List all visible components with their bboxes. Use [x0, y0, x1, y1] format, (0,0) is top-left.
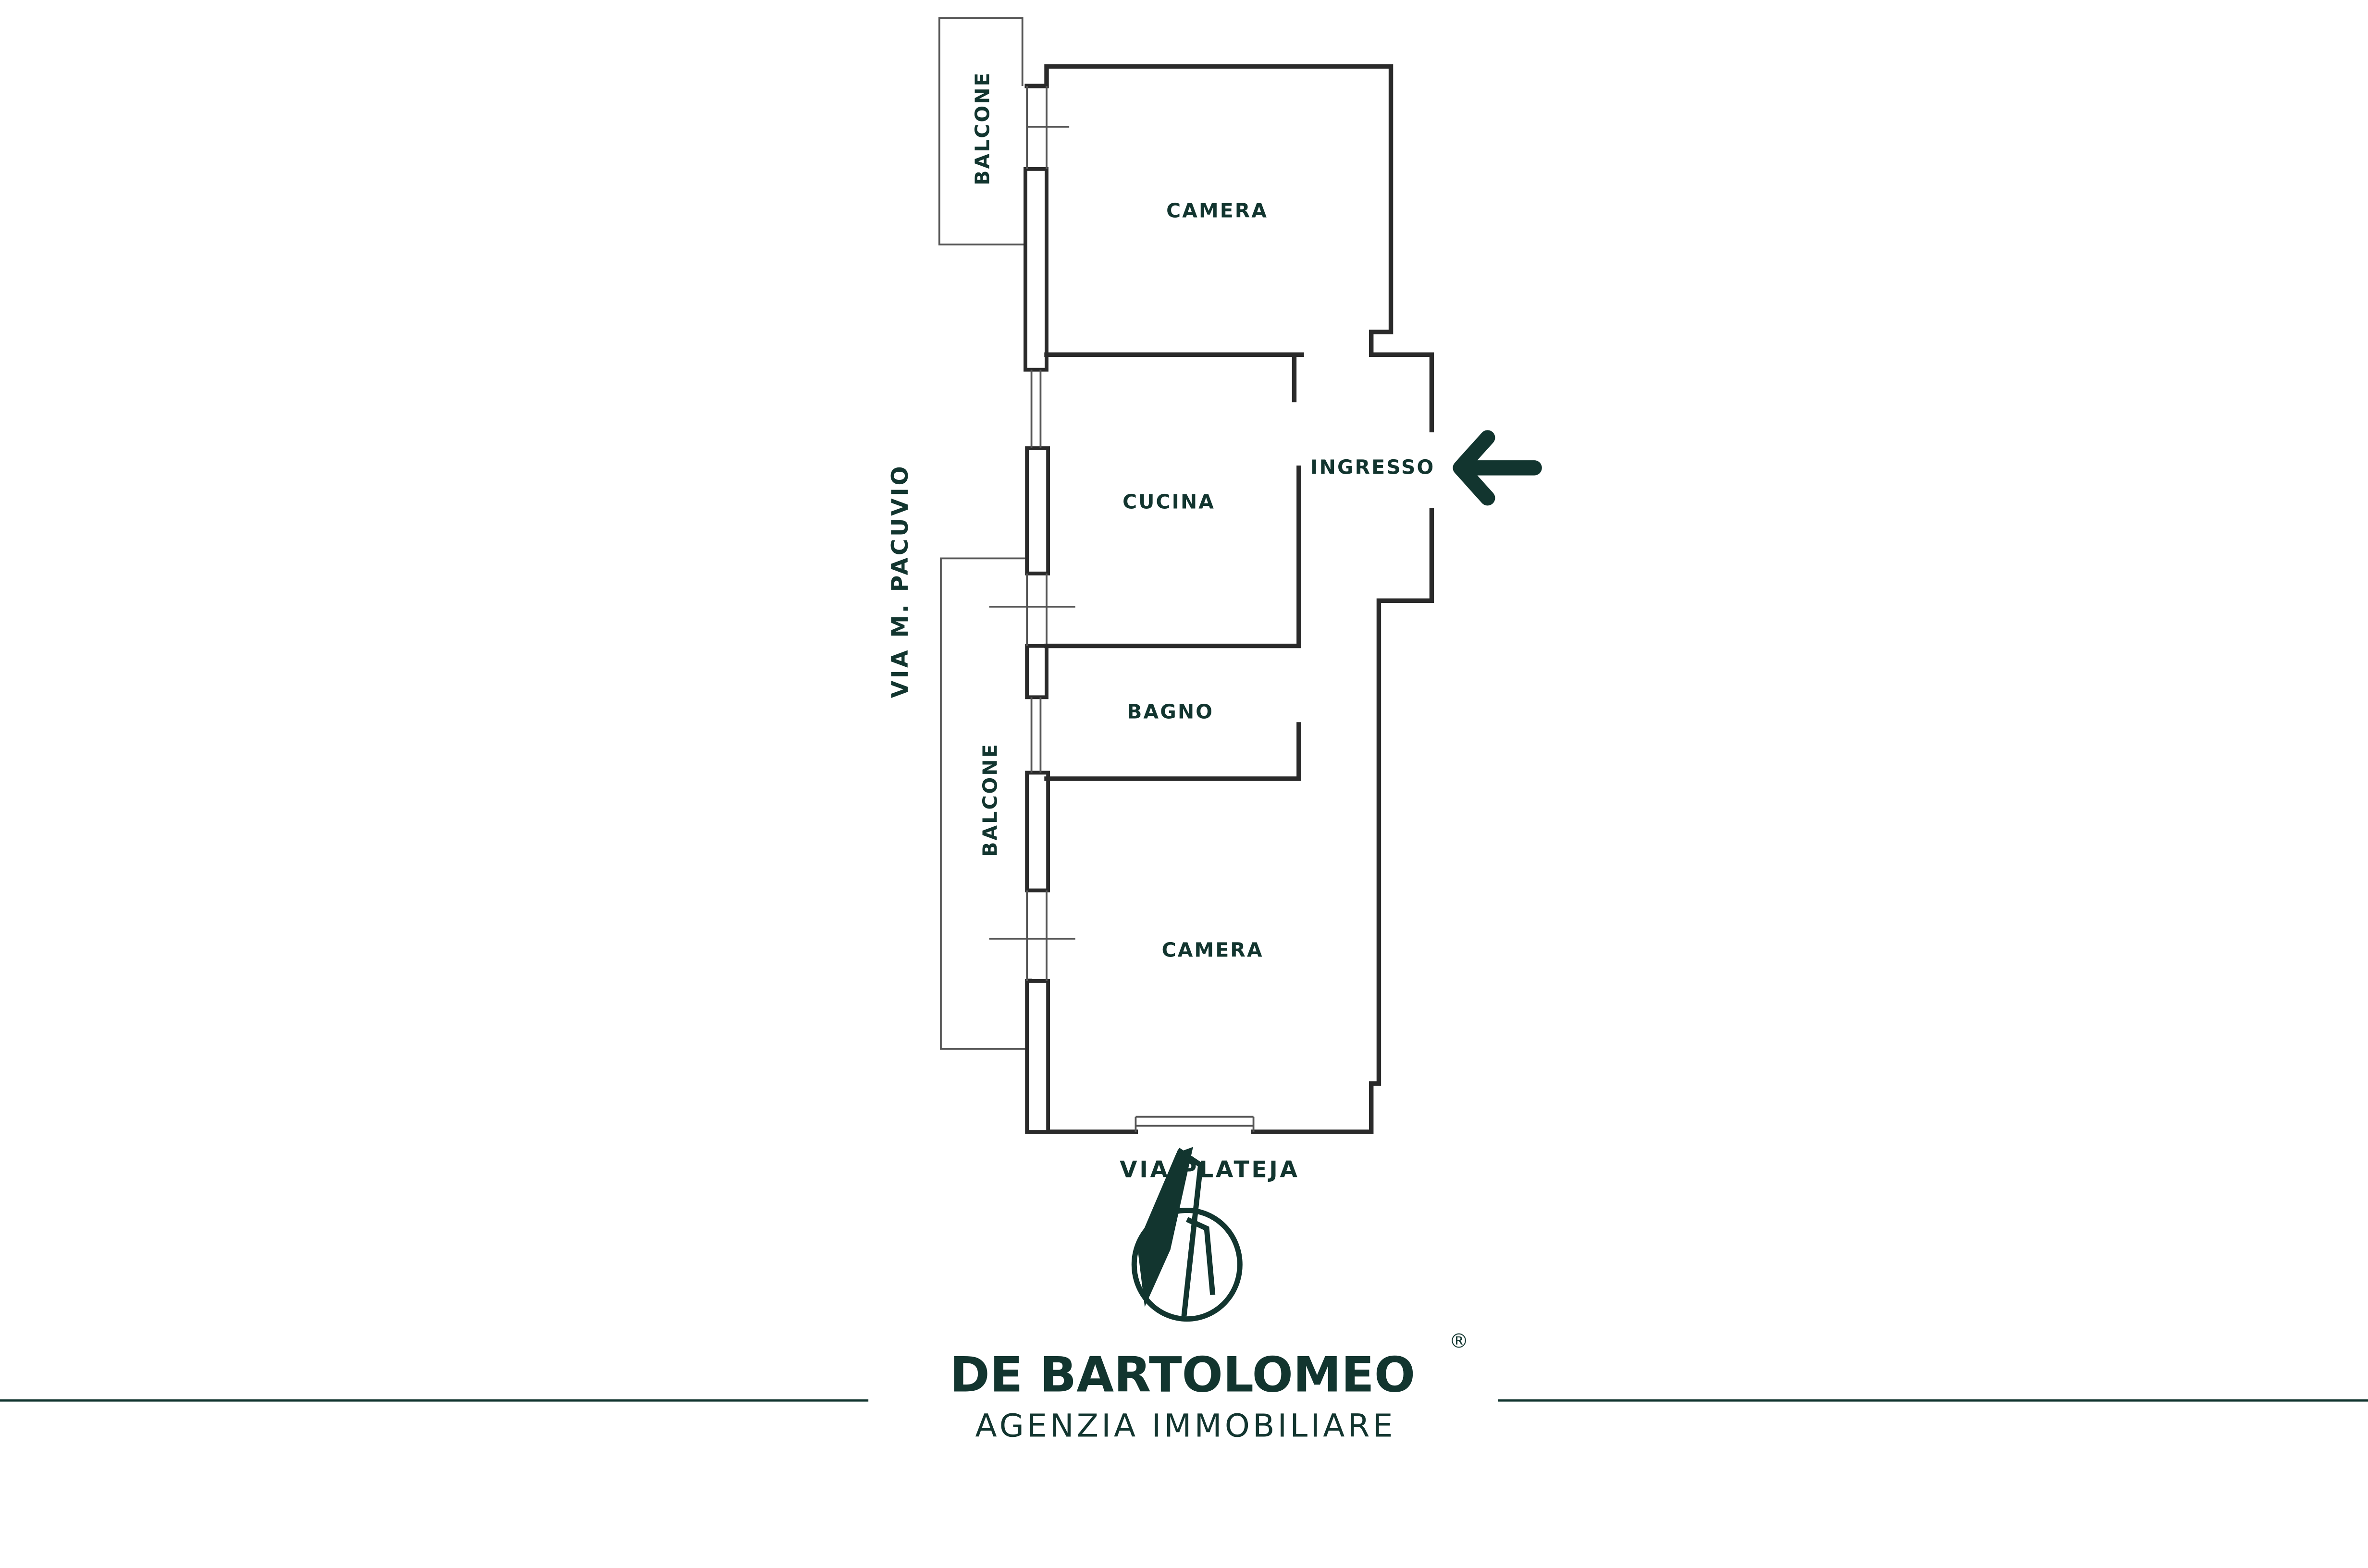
window — [1025, 979, 1050, 1134]
window — [1025, 771, 1050, 893]
street-label-bottom: VIA PLATEJA — [1120, 1156, 1300, 1183]
outer-wall-lower — [1027, 508, 1434, 1134]
room-label-camera-top: CAMERA — [1166, 199, 1268, 222]
brand-tagline: AGENZIA IMMOBILIARE — [975, 1408, 1396, 1445]
facade-lines — [989, 86, 1075, 981]
street-label-left: VIA M. PACUVIO — [887, 464, 913, 698]
floor-plan: CAMERA CUCINA INGRESSO BAGNO CAMERA BALC… — [887, 17, 1542, 1183]
room-label-bagno: BAGNO — [1127, 700, 1214, 723]
window — [1024, 167, 1048, 372]
window — [1025, 644, 1048, 699]
balcony-top-outline — [938, 17, 1027, 245]
outer-wall — [1024, 64, 1434, 433]
window — [1025, 446, 1050, 576]
room-label-ingresso: INGRESSO — [1310, 455, 1435, 478]
balcony-bottom-outline — [940, 557, 1027, 1050]
room-label-cucina: CUCINA — [1122, 490, 1215, 514]
building-circle-logo-icon — [1131, 1147, 1243, 1322]
room-label-camera-bottom: CAMERA — [1162, 939, 1264, 962]
registered-mark: ® — [1449, 1329, 1469, 1352]
room-label-balcone-bottom: BALCONE — [978, 743, 1001, 857]
internal-walls — [1044, 352, 1304, 781]
brand-name: DE BARTOLOMEO — [950, 1347, 1415, 1403]
brand-footer: DE BARTOLOMEO ® AGENZIA IMMOBILIARE — [0, 1147, 2368, 1445]
bottom-window — [1135, 1115, 1255, 1132]
room-label-balcone-top: BALCONE — [971, 71, 994, 185]
arrow-left-icon — [1453, 430, 1542, 506]
